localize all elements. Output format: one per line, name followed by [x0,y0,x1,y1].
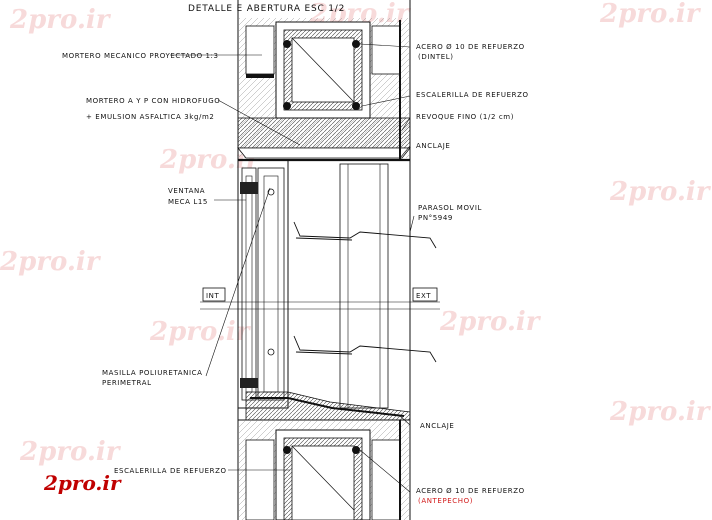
ext-label: EXT [416,292,431,300]
watermark: 2pro.ir [149,317,252,347]
label-ventana-1: VENTANA [168,187,205,195]
window-frame [237,159,389,409]
label-acero-bottom: ACERO Ø 10 DE REFUERZO [416,487,525,495]
label-mortero-ayp: MORTERO A Y P CON HIDROFUGO [86,97,220,105]
watermark: 2pro.ir [19,437,122,467]
label-anclaje-top: ANCLAJE [416,142,450,150]
label-parasol-2: PN°5949 [418,214,453,222]
label-escalerilla-bottom: ESCALERILLA DE REFUERZO [114,467,227,475]
watermark: 2pro.ir [439,307,542,337]
lintel-block [237,18,411,162]
watermark: 2pro.ir [9,5,112,35]
int-label: INT [206,292,220,300]
int-marker: INT [202,287,226,302]
parasol-louvers [293,221,437,363]
label-anclaje-bottom: ANCLAJE [420,422,454,430]
drawing-title: DETALLE E ABERTURA ESC 1/2 [188,4,345,14]
cut-lines [200,301,440,310]
label-ventana-2: MECA L15 [168,198,208,206]
label-masilla-1: MASILLA POLIURETANICA [102,369,203,377]
label-dintel: (DINTEL) [418,53,454,61]
label-parasol-1: PARASOL MOVIL [418,204,482,212]
watermark: 2pro.ir [0,247,102,277]
label-mortero-mecanico: MORTERO MECANICO PROYECTADO 1:3 [62,52,219,60]
label-antepecho: (ANTEPECHO) [418,497,473,505]
watermark: 2pro.ir [609,397,712,427]
label-emulsion: + EMULSION ASFALTICA 3kg/m2 [86,113,214,121]
ext-marker: EXT [412,287,438,302]
label-masilla-2: PERIMETRAL [102,379,152,387]
leader-lines [170,43,415,493]
watermark: 2pro.ir [609,177,712,207]
label-revoque: REVOQUE FINO (1/2 cm) [416,113,514,121]
label-escalerilla-top: ESCALERILLA DE REFUERZO [416,91,529,99]
sill-block [238,391,411,520]
label-acero-top: ACERO Ø 10 DE REFUERZO [416,43,525,51]
watermark: 2pro.ir [599,0,702,29]
site-logo: 2pro.ir [43,471,122,495]
